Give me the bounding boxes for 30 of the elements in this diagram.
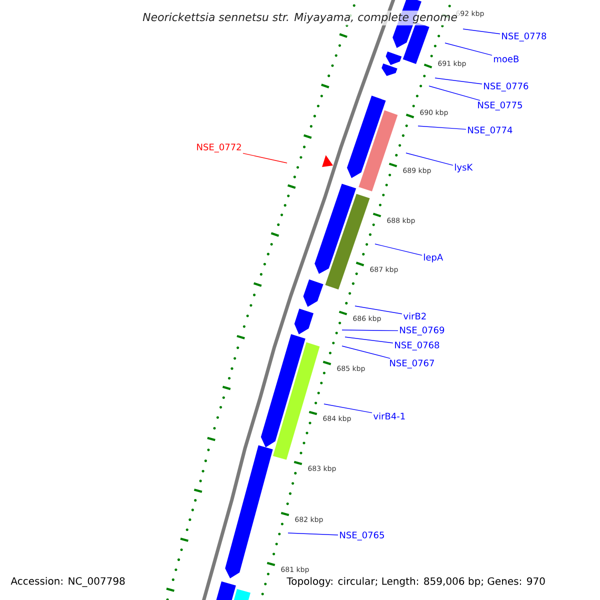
gene-label: NSE_0774	[468, 126, 512, 136]
leader-line	[428, 86, 480, 101]
leader-line	[354, 306, 402, 314]
leader-line	[324, 404, 372, 414]
gene-label: moeB	[494, 56, 519, 62]
leader-line	[418, 126, 466, 130]
info-text: Topology: circular; Length: 859,006 bp; Genes: 970	[286, 577, 545, 587]
leader-line	[406, 152, 454, 166]
leader-line	[342, 330, 398, 332]
gene-label: NSE_0776	[484, 82, 528, 92]
gene-label: NSE_0775	[478, 102, 522, 110]
leader-line	[462, 28, 500, 34]
gene-label: NSE_0765	[340, 532, 384, 540]
gene-label: NSE_0767	[390, 360, 434, 368]
leader-line	[344, 336, 394, 344]
gene-label: NSE_0769	[400, 326, 444, 336]
gene-label: NSE_0768	[395, 342, 440, 350]
gene-label: virB2	[403, 312, 426, 320]
gene-label: NSE_0772	[197, 144, 241, 152]
gene-label: virB4-1	[373, 412, 405, 420]
leader-line	[434, 78, 482, 84]
gene-label: lepA	[424, 254, 444, 262]
gene-label: NSE_0778	[502, 32, 546, 42]
info-text: Accession: NC_007798	[10, 577, 125, 587]
leader-line	[374, 244, 422, 256]
leader-line	[444, 42, 492, 56]
leader-line	[288, 532, 338, 536]
leader-line	[342, 346, 391, 359]
leader-line	[242, 152, 288, 164]
gene-label: lysK	[455, 164, 473, 172]
